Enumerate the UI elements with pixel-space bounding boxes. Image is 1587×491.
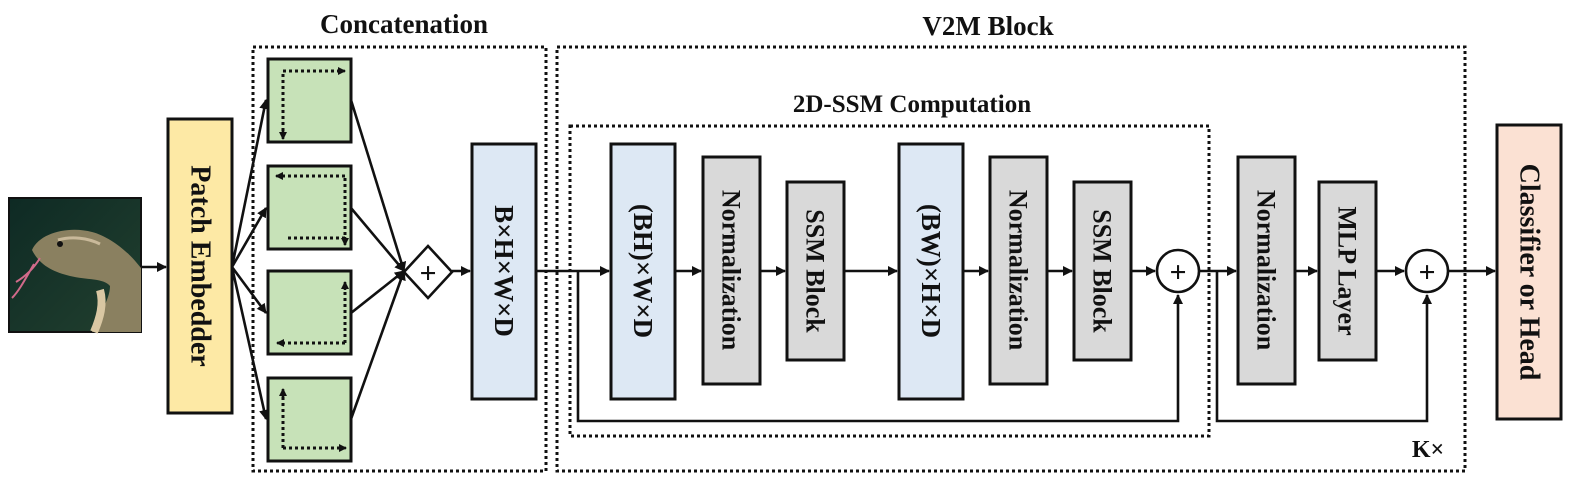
input-image [8, 197, 142, 334]
tensor-bh-w-d-box [609, 142, 677, 401]
repeat-label: K× [1412, 437, 1444, 463]
scan-box-3 [266, 269, 353, 356]
tensor-bhwd-label: B×H×W×D [489, 205, 519, 337]
normalization-3-label: Normalization [1252, 190, 1281, 351]
v2m-block-title: V2M Block [922, 11, 1053, 41]
classifier-head-box [1495, 123, 1563, 421]
add-node-1-label: + [1169, 256, 1186, 289]
add-node-2-label: + [1418, 256, 1435, 289]
classifier-head-label: Classifier or Head [1514, 164, 1545, 381]
patch-embedder-label: Patch Embedder [185, 165, 216, 366]
ssm-block-1-label: SSM Block [801, 209, 830, 333]
tensor-bh-w-d-label: (BH)×W×D [628, 204, 658, 338]
concatenation-frame [251, 45, 548, 473]
ssm-block-2-label: SSM Block [1088, 209, 1117, 333]
tensor-bhwd-box [470, 142, 538, 401]
tensor-bw-h-d-label: (BW)×H×D [916, 204, 946, 338]
cobra-photo-icon [32, 229, 141, 332]
scan-box-4 [266, 376, 353, 463]
ssm-2d-frame [568, 124, 1211, 438]
scan-box-2 [266, 164, 353, 251]
concatenation-title: Concatenation [320, 9, 488, 39]
mlp-layer-label: MLP Layer [1333, 206, 1362, 335]
mlp-layer-box [1317, 180, 1378, 362]
normalization-1-box [701, 155, 762, 386]
normalization-2-box [988, 155, 1049, 386]
tensor-bw-h-d-box [897, 142, 965, 401]
scan-box-1 [266, 57, 353, 144]
normalization-2-label: Normalization [1004, 190, 1033, 351]
patch-embedder-box [166, 117, 234, 415]
connectors [141, 99, 1496, 423]
concat-plus-diamond [402, 244, 454, 300]
normalization-3-box [1236, 155, 1297, 386]
ssm-block-1-box [785, 180, 846, 362]
concat-plus-label: + [419, 257, 436, 290]
normalization-1-label: Normalization [717, 190, 746, 351]
ssm-2d-title: 2D-SSM Computation [793, 91, 1031, 118]
